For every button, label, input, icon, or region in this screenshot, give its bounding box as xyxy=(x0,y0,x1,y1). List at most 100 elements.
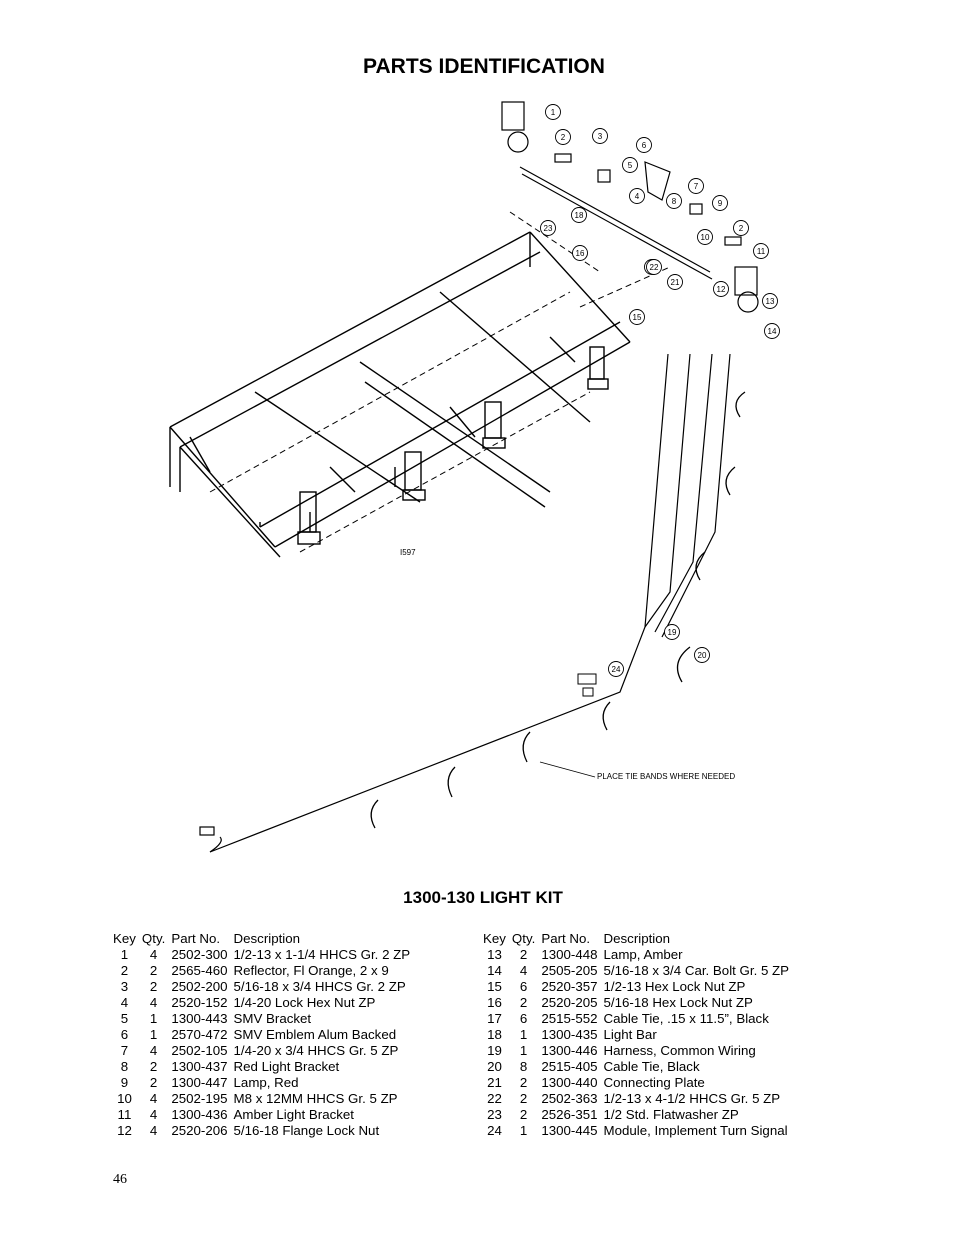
part-number: 1300-448 xyxy=(541,947,598,962)
part-number: 1300-445 xyxy=(541,1123,598,1138)
callout-circle xyxy=(629,309,645,325)
part-description: 1/2-13 x 4-1/2 HHCS Gr. 5 ZP xyxy=(603,1091,781,1106)
part-number: 1300-443 xyxy=(171,1011,228,1026)
wiring-harness xyxy=(199,353,731,853)
callout-circle xyxy=(712,195,728,211)
part-description: Amber Light Bracket xyxy=(233,1107,354,1122)
part-description: Light Bar xyxy=(603,1027,657,1042)
callout-label: 15 xyxy=(633,313,642,322)
callout-circle xyxy=(667,274,683,290)
part-key: 12 xyxy=(117,1123,132,1138)
part-description: 1/4-20 x 3/4 HHCS Gr. 5 ZP xyxy=(233,1043,399,1058)
callout-circle xyxy=(636,137,652,153)
part-description: Harness, Common Wiring xyxy=(603,1043,756,1058)
part-qty: 2 xyxy=(519,995,528,1010)
part-key: 18 xyxy=(487,1027,502,1042)
callout-label: 12 xyxy=(717,285,726,294)
part-description: 1/4-20 Lock Hex Nut ZP xyxy=(233,995,376,1010)
callout-label: 10 xyxy=(701,233,710,242)
header-part-no: Part No. xyxy=(541,931,591,946)
header-description: Description xyxy=(233,931,301,946)
part-description: 1/2-13 x 1-1/4 HHCS Gr. 2 ZP xyxy=(233,947,411,962)
part-number: 2502-300 xyxy=(171,947,228,962)
callout-circle xyxy=(666,193,682,209)
callout-label: 2 xyxy=(739,224,744,233)
callout-label: 18 xyxy=(575,211,584,220)
table-header-row: Key Qty. Part No. Description xyxy=(110,931,413,947)
part-description: 5/16-18 x 3/4 HHCS Gr. 2 ZP xyxy=(233,979,406,994)
part-description: Red Light Bracket xyxy=(233,1059,340,1074)
part-description: 5/16-18 x 3/4 Car. Bolt Gr. 5 ZP xyxy=(603,963,790,978)
part-number: 1300-446 xyxy=(541,1043,598,1058)
callout-circle xyxy=(592,128,608,144)
callout-label: 20 xyxy=(698,651,707,660)
page-title: PARTS IDENTIFICATION xyxy=(363,55,605,78)
callout-label: 9 xyxy=(718,199,723,208)
part-qty: 1 xyxy=(519,1027,528,1042)
part-key: 15 xyxy=(487,979,502,994)
part-qty: 4 xyxy=(149,947,158,962)
part-description: 5/16-18 Hex Lock Nut ZP xyxy=(603,995,753,1010)
part-qty: 2 xyxy=(149,1075,158,1090)
callout-circle xyxy=(608,661,624,677)
callout-label: 6 xyxy=(642,141,647,150)
part-key: 23 xyxy=(487,1107,502,1122)
callout-label: 8 xyxy=(672,197,677,206)
callout-label: 3 xyxy=(598,132,603,141)
part-key: 16 xyxy=(487,995,502,1010)
part-description: SMV Bracket xyxy=(233,1011,312,1026)
part-key: 6 xyxy=(120,1027,129,1042)
callout-circle xyxy=(622,157,638,173)
part-key: 11 xyxy=(117,1107,132,1122)
callout-circle xyxy=(629,188,645,204)
part-qty: 2 xyxy=(519,1107,528,1122)
part-number: 2520-205 xyxy=(541,995,598,1010)
hidden-lines xyxy=(209,211,671,553)
callout-circle xyxy=(571,207,587,223)
callout-circle xyxy=(572,245,588,261)
part-key: 14 xyxy=(487,963,502,978)
callout-circle xyxy=(713,281,729,297)
part-description: Lamp, Red xyxy=(233,1075,299,1090)
drawing-id: I597 xyxy=(400,548,416,557)
part-number: 2502-200 xyxy=(171,979,228,994)
callout-label: 19 xyxy=(668,628,677,637)
table-row: 16 2 2520-205 5/16-18 Hex Lock Nut ZP xyxy=(480,995,792,1011)
part-description: 5/16-18 Flange Lock Nut xyxy=(233,1123,380,1138)
part-key: 7 xyxy=(120,1043,129,1058)
part-qty: 2 xyxy=(519,947,528,962)
part-number: 2515-552 xyxy=(541,1011,598,1026)
part-qty: 6 xyxy=(519,1011,528,1026)
callout-circle xyxy=(646,259,662,275)
part-qty: 1 xyxy=(519,1043,528,1058)
part-key: 10 xyxy=(117,1091,132,1106)
part-number: 1300-440 xyxy=(541,1075,598,1090)
callout-circle xyxy=(555,129,571,145)
part-key: 21 xyxy=(487,1075,502,1090)
part-number: 2520-206 xyxy=(171,1123,228,1138)
callout-circle xyxy=(545,104,561,120)
part-description: Reflector, Fl Orange, 2 x 9 xyxy=(233,963,389,978)
header-part-no: Part No. xyxy=(171,931,221,946)
part-qty: 1 xyxy=(149,1027,158,1042)
part-qty: 8 xyxy=(519,1059,528,1074)
callout-circle xyxy=(697,229,713,245)
light-bar-assembly xyxy=(501,101,759,313)
part-key: 3 xyxy=(120,979,129,994)
callout-label: 1 xyxy=(551,108,556,117)
callout-label: 24 xyxy=(612,665,621,674)
header-description: Description xyxy=(603,931,671,946)
kit-title: 1300-130 LIGHT KIT xyxy=(403,888,563,907)
part-qty: 4 xyxy=(149,1091,158,1106)
callout-label: 23 xyxy=(544,224,553,233)
part-qty: 2 xyxy=(149,1059,158,1074)
